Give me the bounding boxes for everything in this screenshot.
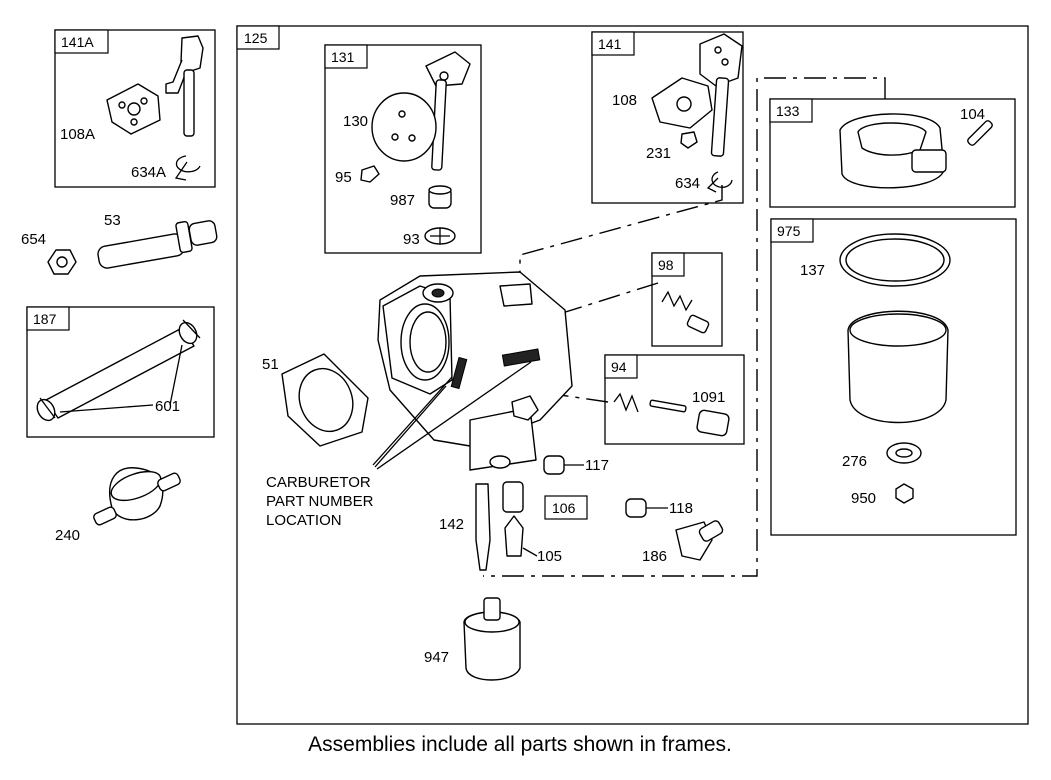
solenoid-947-drawing: [463, 597, 521, 681]
fuel-filter-240-drawing: [93, 467, 181, 526]
label-186: 186: [642, 548, 667, 565]
choke-shaft-141-drawing: [651, 33, 743, 193]
frame-141A: 141A: [54, 29, 216, 188]
spring-94-drawing: [613, 392, 730, 437]
footer-note: Assemblies include all parts shown in fr…: [308, 733, 732, 756]
label-1091: 1091: [692, 389, 725, 406]
fitting-53-drawing: [97, 220, 218, 269]
spring-98-drawing: [661, 290, 710, 334]
frame-975: 975: [770, 218, 1017, 536]
label-276: 276: [842, 453, 867, 470]
part-labels: 108A 634A 53 654 601 240 130 95 987 93 1…: [21, 92, 985, 666]
frame-label-98: 98: [658, 257, 674, 273]
callout-line-3: LOCATION: [266, 512, 342, 529]
frame-label-187: 187: [33, 311, 57, 327]
float-133-drawing: [839, 113, 993, 189]
label-130: 130: [343, 113, 368, 130]
frame-label-975: 975: [777, 223, 801, 239]
label-93: 93: [403, 231, 420, 248]
label-231: 231: [646, 145, 671, 162]
throttle-shaft-141A-drawing: [106, 35, 204, 181]
bowl-975-drawing: [839, 233, 951, 504]
callout-lines: [372, 361, 532, 470]
label-118: 118: [669, 500, 693, 517]
frame-label-131: 131: [331, 49, 355, 65]
frame-label-125: 125: [244, 30, 268, 46]
frame-125: 125: [236, 25, 1029, 725]
frame-141: 141: [591, 31, 744, 204]
callout-line-2: PART NUMBER: [266, 493, 374, 510]
label-240: 240: [55, 527, 80, 544]
small-parts-drawing: [475, 455, 724, 571]
frame-106: 106: [544, 495, 588, 520]
frame-label-106: 106: [552, 500, 576, 516]
label-634: 634: [675, 175, 700, 192]
frame-label-133: 133: [776, 103, 800, 119]
carburetor-part-number-callout: CARBURETOR PART NUMBER LOCATION: [266, 474, 374, 529]
throttle-shaft-131-drawing: [360, 51, 471, 245]
label-108: 108: [612, 92, 637, 109]
label-601: 601: [155, 398, 180, 415]
callout-line-1: CARBURETOR: [266, 474, 371, 491]
fuel-line-187-drawing: [36, 319, 201, 422]
label-104: 104: [960, 106, 985, 123]
nut-654-drawing: [47, 249, 77, 275]
frame-98: 98: [651, 252, 723, 347]
frame-label-94: 94: [611, 359, 627, 375]
label-654: 654: [21, 231, 46, 248]
label-117: 117: [585, 457, 609, 474]
label-142: 142: [439, 516, 464, 533]
label-95: 95: [335, 169, 352, 186]
carburetor-body-drawing: [377, 271, 573, 471]
gasket-51-drawing: [281, 353, 369, 447]
label-947: 947: [424, 649, 449, 666]
frame-133: 133: [769, 98, 1016, 208]
label-950: 950: [851, 490, 876, 507]
frame-label-141A: 141A: [61, 34, 94, 50]
frame-187: 187: [26, 306, 215, 438]
label-53: 53: [104, 212, 121, 229]
label-634A: 634A: [131, 164, 166, 181]
label-137: 137: [800, 262, 825, 279]
frame-label-141: 141: [598, 36, 622, 52]
frame-94: 94: [604, 354, 745, 445]
label-105: 105: [537, 548, 562, 565]
label-51: 51: [262, 356, 279, 373]
frame-131: 131: [324, 44, 482, 254]
label-987: 987: [390, 192, 415, 209]
label-108A: 108A: [60, 126, 95, 143]
